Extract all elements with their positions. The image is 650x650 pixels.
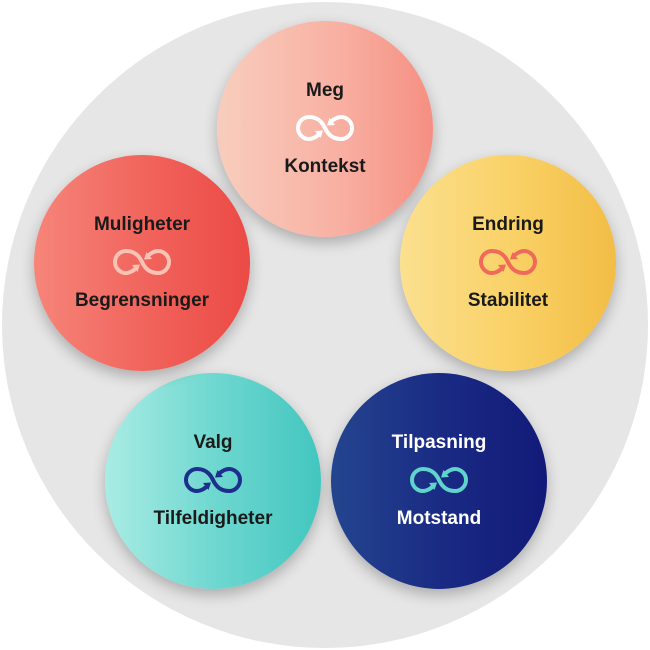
node-bottom-label: Motstand — [396, 508, 482, 529]
node-top-label: Valg — [193, 432, 233, 453]
node-tilpasning-motstand: Tilpasning Motstand — [331, 373, 547, 589]
loop-arrows-icon — [478, 245, 538, 279]
loop-arrows-icon — [295, 111, 355, 145]
node-bottom-label: Begrensninger — [74, 290, 210, 311]
node-meg-kontekst: Meg Kontekst — [217, 21, 433, 237]
node-top-label: Endring — [472, 214, 544, 235]
loop-arrows-icon — [112, 245, 172, 279]
node-top-label: Muligheter — [93, 214, 191, 235]
loop-arrows-icon — [183, 463, 243, 497]
node-top-label: Meg — [306, 80, 344, 101]
loop-arrows-icon — [409, 463, 469, 497]
node-bottom-label: Kontekst — [284, 156, 366, 177]
node-bottom-label: Stabilitet — [467, 290, 549, 311]
node-muligheter-begrensninger: Muligheter Begrensninger — [34, 155, 250, 371]
node-top-label: Tilpasning — [391, 432, 487, 453]
node-endring-stabilitet: Endring Stabilitet — [400, 155, 616, 371]
node-bottom-label: Tilfeldigheter — [153, 508, 273, 529]
node-valg-tilfeldigheter: Valg Tilfeldigheter — [105, 373, 321, 589]
